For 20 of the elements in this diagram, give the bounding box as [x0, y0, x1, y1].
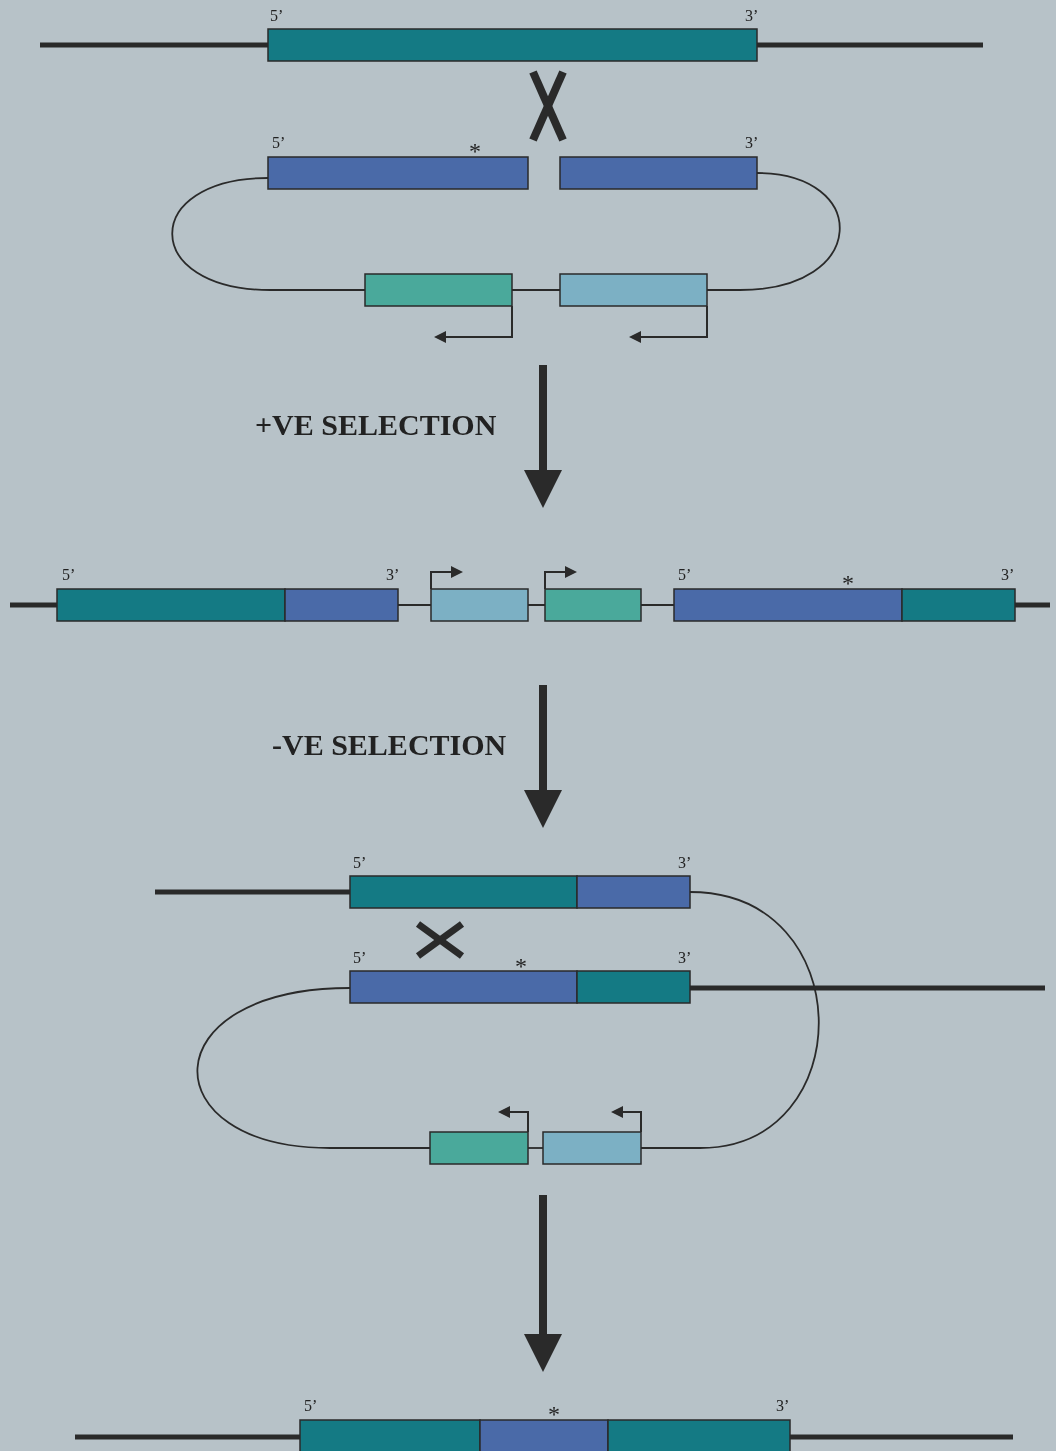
- mutation-asterisk: *: [515, 954, 527, 978]
- end-label: 5’: [270, 8, 284, 24]
- end-label: 5’: [353, 950, 367, 966]
- step-label: +VE SELECTION: [255, 410, 497, 440]
- end-label: 3’: [386, 567, 400, 583]
- end-label: 5’: [304, 1398, 318, 1414]
- mutation-asterisk: *: [469, 139, 481, 163]
- end-label: 5’: [353, 855, 367, 871]
- mutation-asterisk: *: [842, 571, 854, 595]
- end-label: 3’: [678, 855, 692, 871]
- end-label: 5’: [62, 567, 76, 583]
- end-label: 3’: [678, 950, 692, 966]
- end-label: 3’: [745, 8, 759, 24]
- end-label: 3’: [745, 135, 759, 151]
- step-label: -VE SELECTION: [272, 730, 507, 760]
- end-label: 3’: [776, 1398, 790, 1414]
- end-label: 5’: [272, 135, 286, 151]
- mutation-asterisk: *: [548, 1402, 560, 1426]
- end-label: 5’: [678, 567, 692, 583]
- end-label: 3’: [1001, 567, 1015, 583]
